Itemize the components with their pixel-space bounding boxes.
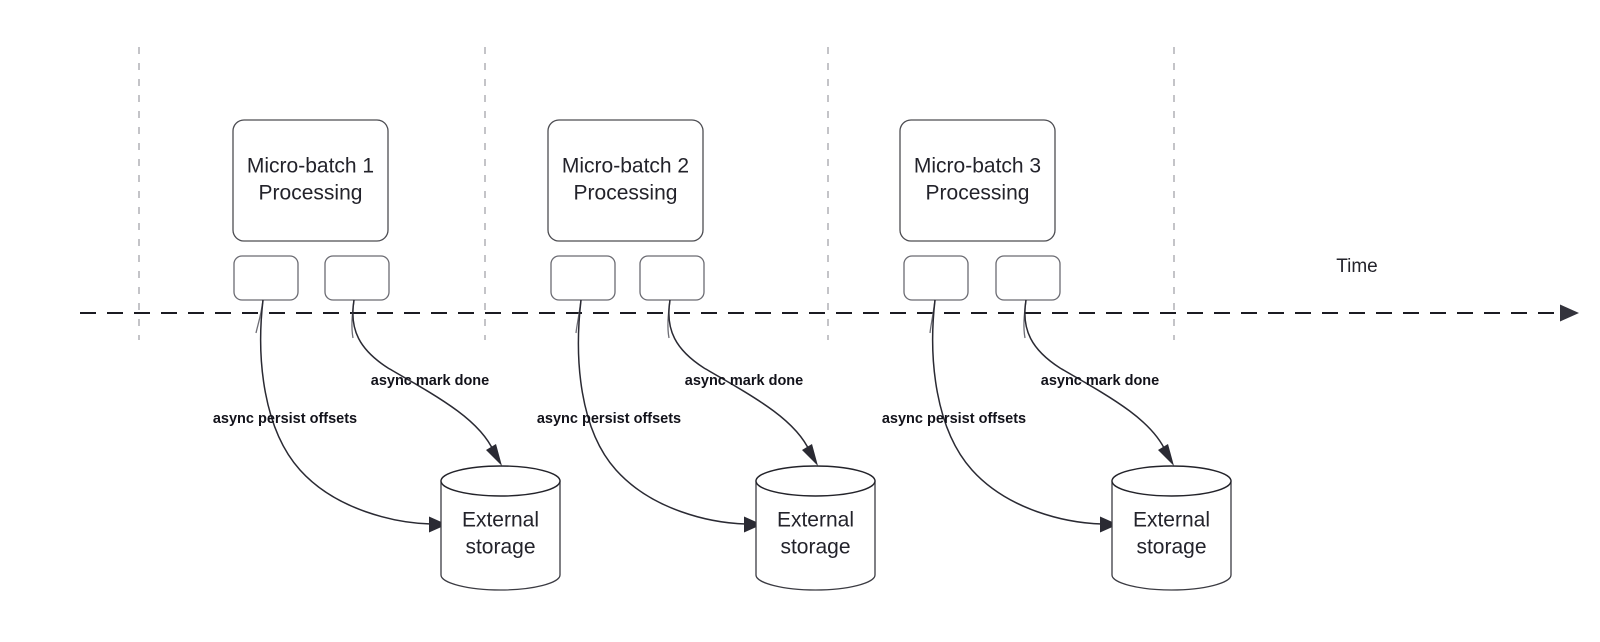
time-axis-arrowhead (1560, 304, 1579, 322)
micro-batch-1-label-line2: Processing (259, 182, 363, 205)
time-axis-label: Time (1336, 256, 1378, 277)
micro-batch-2-group: Micro-batch 2 Processing async persist o… (537, 119, 876, 591)
micro-batch-1-storage-label-line1: External (462, 509, 539, 532)
micro-batch-2-persist-arrowhead (744, 516, 762, 533)
time-axis: Time (80, 256, 1579, 322)
micro-batch-1-persist-label: async persist offsets (213, 411, 357, 427)
micro-batch-2-label-line2: Processing (574, 182, 678, 205)
micro-batch-1-storage-top (440, 465, 561, 497)
micro-batch-3-mark-arrowhead (1158, 444, 1174, 466)
micro-batch-3-storage-label-line2: storage (1136, 536, 1206, 559)
micro-batch-3-box[interactable] (899, 119, 1056, 242)
micro-batch-3-storage-top (1111, 465, 1232, 497)
micro-batch-3-slot-right[interactable] (995, 255, 1061, 301)
micro-batch-3-group: Micro-batch 3 Processing async persist o… (882, 119, 1232, 591)
micro-batch-1-mark-label: async mark done (371, 373, 489, 389)
grid-line-group (138, 47, 1175, 340)
micro-batch-3-label-line2: Processing (926, 182, 1030, 205)
micro-batch-2-storage-top (755, 465, 876, 497)
micro-batch-2-box[interactable] (547, 119, 704, 242)
micro-batch-1-persist-edge (259, 299, 432, 525)
micro-batch-2-storage-body (755, 480, 876, 591)
micro-batch-2-storage[interactable]: External storage (755, 465, 876, 591)
micro-batch-1-label-line1: Micro-batch 1 (247, 155, 374, 178)
micro-batch-1-storage[interactable]: External storage (440, 465, 561, 591)
micro-batch-3-persist-edge (931, 299, 1103, 525)
micro-batch-3-storage[interactable]: External storage (1111, 465, 1232, 591)
micro-batch-1-mark-arrowhead (486, 444, 502, 466)
micro-batch-2-slot-left[interactable] (550, 255, 616, 301)
micro-batch-1-mark-edge (352, 299, 495, 453)
micro-batch-3-persist-label: async persist offsets (882, 411, 1026, 427)
micro-batch-1-storage-body (440, 480, 561, 591)
micro-batch-2-label-line1: Micro-batch 2 (562, 155, 689, 178)
micro-batch-2-persist-label: async persist offsets (537, 411, 681, 427)
micro-batch-3-slot-left[interactable] (903, 255, 969, 301)
micro-batch-1-box[interactable] (232, 119, 389, 242)
micro-batch-3-persist-arrowhead (1100, 516, 1118, 533)
micro-batch-3-mark-edge (1024, 299, 1167, 453)
micro-batch-3-mark-label: async mark done (1041, 373, 1159, 389)
micro-batch-1-slot-left[interactable] (233, 255, 299, 301)
micro-batch-3-storage-label-line1: External (1133, 509, 1210, 532)
micro-batch-1-group: Micro-batch 1 Processing async persist o… (213, 119, 561, 591)
micro-batch-2-mark-label: async mark done (685, 373, 803, 389)
micro-batch-1-storage-label-line2: storage (465, 536, 535, 559)
micro-batch-1-slot-right[interactable] (324, 255, 390, 301)
micro-batch-3-storage-body (1111, 480, 1232, 591)
micro-batch-3-label-line1: Micro-batch 3 (914, 155, 1041, 178)
micro-batch-2-slot-right[interactable] (639, 255, 705, 301)
micro-batch-2-storage-label-line1: External (777, 509, 854, 532)
micro-batch-2-persist-edge (577, 299, 747, 525)
micro-batch-1-persist-arrowhead (429, 516, 447, 533)
micro-batch-2-mark-edge (668, 299, 811, 453)
micro-batch-2-storage-label-line2: storage (780, 536, 850, 559)
micro-batch-2-mark-arrowhead (802, 444, 818, 466)
